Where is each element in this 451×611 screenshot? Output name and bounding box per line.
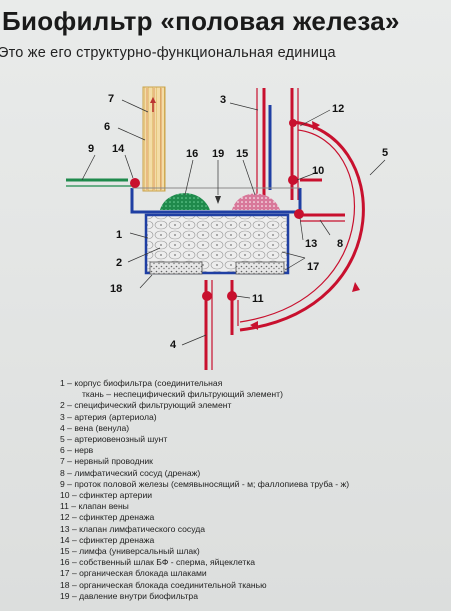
legend-item: 10 – сфинктер артерии — [60, 490, 153, 501]
legend-item: 1 – корпус биофильтра (соединительная — [60, 378, 223, 388]
label-8: 8 — [337, 238, 343, 250]
lymph-drain — [66, 178, 345, 222]
valve-13 — [294, 209, 304, 219]
legend-item: 9 – проток половой железы (семявыносящий… — [60, 478, 350, 489]
label-2: 2 — [116, 257, 122, 269]
label-7: 7 — [108, 93, 114, 105]
legend-item: 7 – нервный проводник — [60, 456, 153, 467]
legend-item: 14 – сфинктер дренажа — [60, 534, 155, 545]
label-18: 18 — [110, 283, 122, 295]
legend-item: 13 – клапан лимфатического сосуда — [60, 523, 206, 534]
own-waste-heap — [160, 193, 210, 210]
label-17: 17 — [307, 261, 319, 273]
legend-item: 5 – артериовенозный шунт — [60, 434, 168, 445]
artery — [256, 88, 272, 200]
label-9: 9 — [88, 143, 94, 155]
legend-item: 17 – органическая блокада шлаками — [60, 568, 207, 579]
biofilter-body — [130, 187, 302, 275]
nerve — [142, 86, 166, 192]
legend-item: 8 – лимфатический сосуд (дренаж) — [60, 467, 201, 478]
sphincter-12 — [289, 119, 297, 127]
legend-item: 18 – органическая блокада соединительной… — [60, 579, 267, 590]
legend-item: 11 – клапан вены — [60, 501, 129, 512]
page-title: Биофильтр «половая железа» — [2, 6, 400, 36]
label-15: 15 — [236, 148, 248, 160]
label-11: 11 — [252, 293, 264, 305]
legend-item: ткань – неспецифический фильтрующий элем… — [82, 389, 283, 400]
label-19: 19 — [212, 148, 224, 160]
legend-item: 15 – лимфа (универсальный шлак) — [60, 546, 200, 557]
label-10: 10 — [312, 165, 324, 177]
label-4: 4 — [170, 339, 177, 351]
label-16: 16 — [186, 148, 198, 160]
legend-item: 12 – сфинктер дренажа — [60, 512, 155, 523]
legend-item: 16 – собственный шлак БФ - сперма, яйцек… — [60, 557, 256, 568]
label-12: 12 — [332, 103, 344, 115]
label-14: 14 — [112, 143, 125, 155]
vein — [204, 280, 239, 370]
label-13: 13 — [305, 238, 317, 250]
label-6: 6 — [104, 121, 110, 133]
leader-lines — [81, 99, 386, 346]
legend-item: 2 – специфический фильтрующий элемент — [60, 400, 232, 411]
legend-item: 19 – давление внутри биофильтра — [60, 590, 198, 601]
label-5: 5 — [382, 147, 388, 159]
sphincter-14 — [130, 178, 140, 188]
sphincter-10 — [288, 175, 298, 185]
biofilter-diagram: 7 6 3 12 5 9 14 16 19 15 10 1 2 13 8 17 … — [66, 86, 388, 370]
legend-item: 4 – вена (венула) — [60, 422, 130, 433]
legend-item: 3 – артерия (артериола) — [60, 411, 157, 422]
lymph-heap — [232, 193, 280, 210]
page-subtitle: Это же его структурно-функциональная еди… — [0, 45, 336, 61]
legend-item: 6 – нерв — [60, 445, 94, 456]
label-3: 3 — [220, 94, 226, 106]
label-1: 1 — [116, 229, 122, 241]
pressure-arrow — [215, 196, 221, 204]
